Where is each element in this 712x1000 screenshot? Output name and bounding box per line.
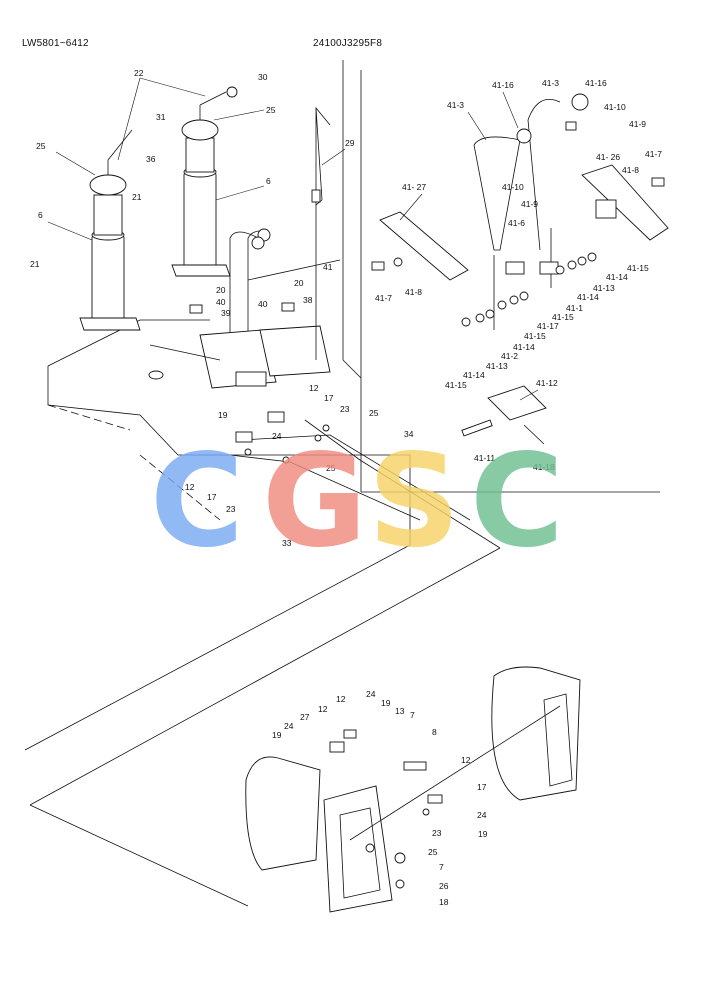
callout-30: 30 [258, 72, 268, 82]
callout-41-3: 41-3 [447, 100, 464, 110]
callout-41-7: 41-7 [645, 149, 662, 159]
callout-41-7: 41-7 [375, 293, 392, 303]
callout-41-11: 41-11 [474, 453, 495, 463]
callout-33: 33 [282, 538, 292, 548]
callout-13: 13 [395, 706, 405, 716]
callout-12: 12 [461, 755, 471, 765]
callout-21: 21 [132, 192, 142, 202]
callout-19: 19 [478, 829, 488, 839]
callout-41-15: 41-15 [524, 331, 546, 341]
callout-40: 40 [216, 297, 226, 307]
callout-12: 12 [318, 704, 328, 714]
callout-41-9: 41-9 [629, 119, 646, 129]
callout-8: 8 [432, 727, 437, 737]
callout-26: 26 [439, 881, 449, 891]
callout-31: 31 [156, 112, 166, 122]
callout-29: 29 [345, 138, 355, 148]
callout-6: 6 [38, 210, 43, 220]
callout-41-6: 41-6 [508, 218, 525, 228]
callout-18: 18 [439, 897, 449, 907]
callout-41-13: 41-13 [486, 361, 508, 371]
callout-24: 24 [366, 689, 376, 699]
callout-20: 20 [294, 278, 304, 288]
callout-labels: 22 30 25 31 25 36 6 6 21 21 29 41 20 40 … [30, 68, 662, 907]
callout-41-13: 41-13 [593, 283, 615, 293]
callout-17: 17 [324, 393, 334, 403]
callout-12: 12 [336, 694, 346, 704]
callout-27: 27 [300, 712, 310, 722]
callout-7: 7 [439, 862, 444, 872]
callout-41-2: 41-2 [501, 351, 518, 361]
callout-24: 24 [477, 810, 487, 820]
callout-36: 36 [146, 154, 156, 164]
callout-23: 23 [340, 404, 350, 414]
watermark-letter: G [262, 427, 367, 576]
callout-24: 24 [284, 721, 294, 731]
callout-23: 23 [226, 504, 236, 514]
control-valve-and-bracket [245, 666, 581, 913]
watermark-letter: C [470, 427, 564, 576]
pilot-valve-left [79, 129, 141, 331]
callout-17: 17 [477, 782, 487, 792]
callout-25: 25 [266, 105, 276, 115]
leader-lines [47, 77, 539, 401]
callout-41-8: 41-8 [405, 287, 422, 297]
callout-7: 7 [410, 710, 415, 720]
callout-41-16: 41-16 [492, 80, 514, 90]
callout-12: 12 [185, 482, 195, 492]
watermark-letter: S [368, 427, 460, 576]
callout-41-1: 41-1 [566, 303, 583, 313]
callout-17: 17 [207, 492, 217, 502]
callout-41-14: 41-14 [577, 292, 599, 302]
callout-39: 39 [221, 308, 231, 318]
callout-21: 21 [30, 259, 40, 269]
callout-41-17: 41-17 [537, 321, 559, 331]
cable-assembly [229, 411, 501, 549]
callout-41-15: 41-15 [445, 380, 467, 390]
callout-41-14: 41-14 [463, 370, 485, 380]
callout-25: 25 [428, 847, 438, 857]
callout-41-18: 41-18 [533, 462, 555, 472]
model-code: LW5801~6412 [22, 38, 89, 49]
callout-19: 19 [272, 730, 282, 740]
callout-20: 20 [216, 285, 226, 295]
callout-19: 19 [218, 410, 228, 420]
callout-23: 23 [432, 828, 442, 838]
drawing-number: 24100J3295F8 [313, 38, 383, 49]
callout-41-16: 41-16 [585, 78, 607, 88]
callout-41-26: 41- 26 [596, 152, 620, 162]
frame-outline [24, 60, 660, 907]
callout-41-12: 41-12 [536, 378, 558, 388]
callout-41-8: 41-8 [622, 165, 639, 175]
callout-12: 12 [309, 383, 319, 393]
callout-41-3: 41-3 [542, 78, 559, 88]
callout-41-9: 41-9 [521, 199, 538, 209]
callout-41-14: 41-14 [513, 342, 535, 352]
callout-25: 25 [36, 141, 46, 151]
callout-40: 40 [258, 299, 268, 309]
levers-and-brackets [148, 106, 341, 389]
callout-22: 22 [134, 68, 144, 78]
callout-25: 25 [326, 463, 336, 473]
detail-41-assembly [371, 93, 669, 445]
callout-6: 6 [266, 176, 271, 186]
callout-41: 41 [323, 262, 333, 272]
callout-41-27: 41- 27 [402, 182, 426, 192]
callout-38: 38 [303, 295, 313, 305]
callout-41-10: 41-10 [604, 102, 626, 112]
callout-34: 34 [404, 429, 414, 439]
callout-19: 19 [381, 698, 391, 708]
callout-41-15: 41-15 [627, 263, 649, 273]
callout-41-15: 41-15 [552, 312, 574, 322]
callout-41-10: 41-10 [502, 182, 524, 192]
watermark-letter: C [150, 427, 244, 576]
callout-41-14: 41-14 [606, 272, 628, 282]
pilot-valve-right [171, 86, 238, 277]
callout-24: 24 [272, 431, 282, 441]
callout-25: 25 [369, 408, 379, 418]
cgsc-watermark: C G S C [150, 427, 564, 576]
